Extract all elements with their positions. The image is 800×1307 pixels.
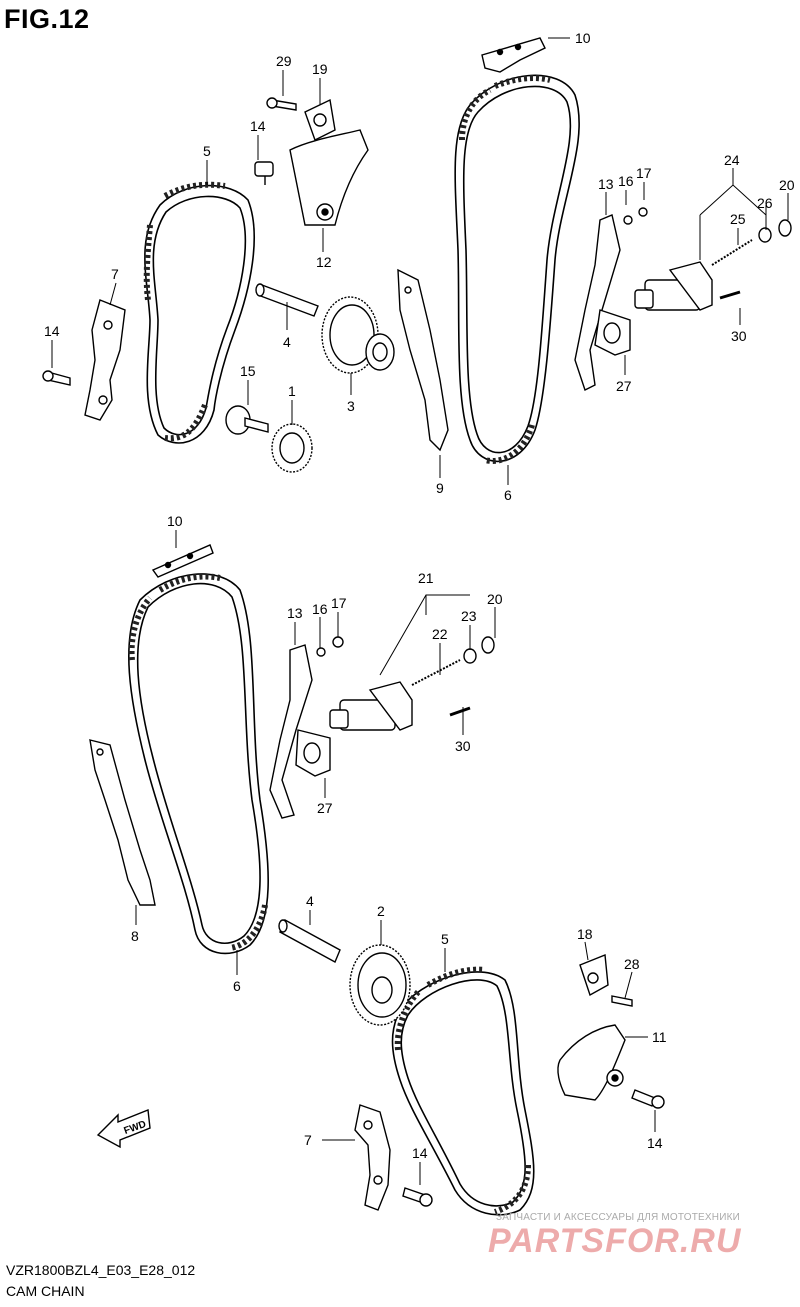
callout-30: 30 [731, 328, 747, 344]
tensioner-slider-13-upper [574, 207, 648, 391]
callout-9: 9 [436, 480, 444, 496]
chain-guide-7-upper [42, 299, 126, 421]
callout-5: 5 [441, 931, 449, 947]
callout-20: 20 [779, 177, 795, 193]
callout-30: 30 [455, 738, 471, 754]
sprocket-1-group [225, 405, 313, 473]
callout-6: 6 [504, 487, 512, 503]
callout-6: 6 [233, 978, 241, 994]
callout-4: 4 [306, 893, 314, 909]
chain-guide-8 [89, 739, 156, 906]
callout-14: 14 [647, 1135, 663, 1151]
callout-19: 19 [312, 61, 328, 77]
tensioner-slider-13-lower [269, 636, 344, 819]
callout-16: 16 [618, 173, 634, 189]
callout-25: 25 [730, 211, 746, 227]
callout-27: 27 [317, 800, 333, 816]
callouts: 29 19 14 12 5 7 14 4 3 15 1 10 9 6 13 16… [44, 30, 795, 1161]
callout-11: 11 [652, 1029, 667, 1045]
diagram-code: VZR1800BZL4_E03_E28_012 [6, 1262, 196, 1278]
callout-26: 26 [757, 195, 773, 211]
callout-27: 27 [616, 378, 632, 394]
diagram-name: CAM CHAIN [6, 1283, 85, 1299]
chain-guide-9 [397, 268, 449, 452]
callout-22: 22 [432, 626, 448, 642]
callout-5: 5 [203, 143, 211, 159]
cam-chain-rear-upper [454, 74, 580, 464]
idler-gear-3 [321, 296, 395, 374]
figure-title: FIG.12 [4, 4, 90, 34]
callout-16: 16 [312, 601, 328, 617]
cam-chain-rear-lower [128, 573, 269, 955]
tensioner-24-assembly [594, 219, 792, 356]
callout-23: 23 [461, 608, 477, 624]
callout-13: 13 [287, 605, 303, 621]
callout-7: 7 [304, 1132, 312, 1148]
callout-3: 3 [347, 398, 355, 414]
callout-18: 18 [577, 926, 593, 942]
chain-guide-7-lower [354, 1104, 433, 1211]
tensioner-arm-11-group [557, 954, 665, 1109]
callout-17: 17 [331, 595, 347, 611]
callout-24: 24 [724, 152, 740, 168]
callout-15: 15 [240, 363, 256, 379]
callout-14: 14 [44, 323, 60, 339]
cam-chain-front-lower [391, 966, 535, 1216]
callout-13: 13 [598, 176, 614, 192]
callout-12: 12 [316, 254, 332, 270]
idler-gear-2 [349, 944, 411, 1026]
tensioner-arm-12-group [254, 97, 369, 226]
callout-7: 7 [111, 266, 119, 282]
fwd-arrow-icon: FWD [96, 1109, 151, 1149]
chain-guide-10-upper [481, 37, 546, 73]
tensioner-21-assembly [295, 636, 495, 777]
callout-2: 2 [377, 903, 385, 919]
cam-chain-front-upper [143, 181, 255, 444]
callout-17: 17 [636, 165, 652, 181]
callout-21: 21 [418, 570, 434, 586]
callout-10: 10 [575, 30, 591, 46]
callout-28: 28 [624, 956, 640, 972]
leader-lines-upper [51, 37, 789, 485]
chain-guide-10-lower [151, 544, 214, 578]
watermark-logo: PARTSFOR.RU [488, 1222, 742, 1260]
callout-14: 14 [412, 1145, 428, 1161]
watermark-subtitle: ЗАПЧАСТИ И АКСЕССУАРЫ ДЛЯ МОТОТЕХНИКИ [496, 1212, 741, 1223]
shaft-4-lower [278, 919, 341, 963]
callout-20: 20 [487, 591, 503, 607]
callout-8: 8 [131, 928, 139, 944]
callout-29: 29 [276, 53, 292, 69]
callout-10: 10 [167, 513, 183, 529]
callout-1: 1 [288, 383, 296, 399]
shaft-4-upper [255, 283, 319, 317]
leader-lines-lower [135, 530, 656, 1185]
callout-14: 14 [250, 118, 266, 134]
callout-4: 4 [283, 334, 291, 350]
